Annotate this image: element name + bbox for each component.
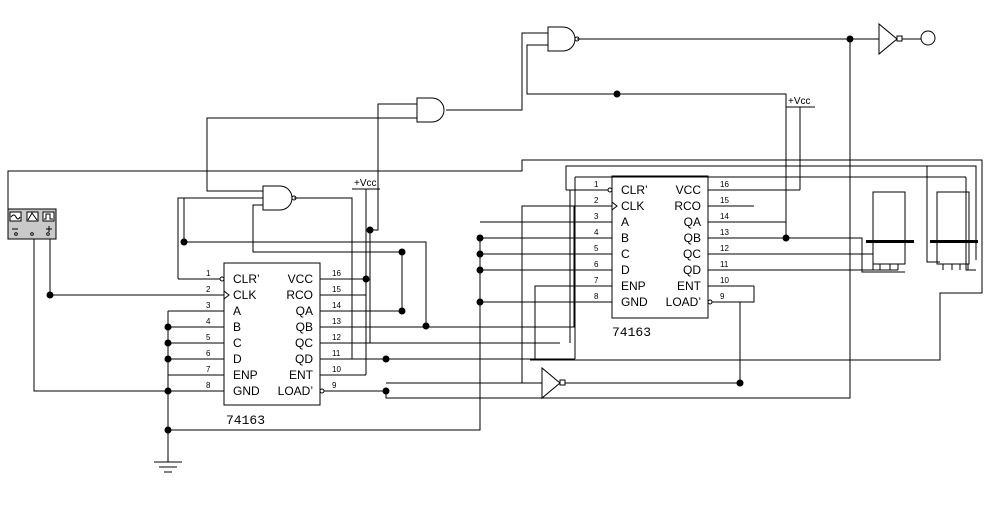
- counter-chip-2: CLR’ CLK A B C D ENP GND VCC RCO QA QB Q…: [566, 175, 754, 340]
- chip2-label-b: B: [621, 231, 629, 245]
- chip1-label-d: D: [233, 352, 242, 366]
- chip1-pin-9: 9: [332, 381, 337, 390]
- chip1-label-vcc: VCC: [288, 272, 314, 286]
- chip2-label-qd: QD: [683, 263, 701, 277]
- chip1-pin-6: 6: [206, 349, 211, 358]
- chip1-label-gnd: GND: [233, 384, 260, 398]
- chip1-label-rco: RCO: [286, 288, 313, 302]
- chip1-pin-3: 3: [206, 301, 211, 310]
- chip1-label-qa: QA: [296, 304, 313, 318]
- chip2-pin-16: 16: [720, 180, 729, 189]
- chip2-label-qa: QA: [684, 215, 701, 229]
- chip1-label-qb: QB: [296, 320, 313, 334]
- chip1-label-c: C: [233, 336, 242, 350]
- chip2-label-load: LOAD’: [666, 295, 701, 309]
- vcc-label-right: +Vcc: [788, 96, 811, 107]
- chip2-pin-14: 14: [720, 212, 729, 221]
- chip1-label-clr: CLR’: [233, 272, 260, 286]
- chip2-pin-7: 7: [594, 276, 599, 285]
- chip2-pin-13: 13: [720, 228, 729, 237]
- chip2-label-a: A: [621, 215, 629, 229]
- chip1-label-clk: CLK: [233, 288, 256, 302]
- chip1-label-b: B: [233, 320, 241, 334]
- chip2-label-clr: CLR’: [621, 183, 648, 197]
- chip1-part-label: 74163: [226, 413, 265, 428]
- chip1-pin-14: 14: [332, 301, 341, 310]
- chip1-pin-5: 5: [206, 333, 211, 342]
- junctions: [46, 35, 854, 434]
- buffer-gate: [541, 366, 566, 400]
- chip2-pin-8: 8: [594, 292, 599, 301]
- chip1-pin-16: 16: [332, 269, 341, 278]
- chip1-pin-2: 2: [206, 285, 211, 294]
- chip2-pin-10: 10: [720, 276, 729, 285]
- chip2-pin-4: 4: [594, 228, 599, 237]
- ground-icon: [154, 430, 182, 473]
- chip1-label-load: LOAD’: [278, 384, 313, 398]
- chip2-label-enp: ENP: [621, 279, 646, 293]
- chip2-pin-1: 1: [594, 180, 599, 189]
- chip1-pin-12: 12: [332, 333, 341, 342]
- chip2-part-label: 74163: [612, 325, 651, 340]
- chip1-pin-8: 8: [206, 381, 211, 390]
- chip2-pin-2: 2: [594, 196, 599, 205]
- and-gate-top: [547, 26, 580, 52]
- counter-chip-1-body: [223, 262, 321, 406]
- and-gate-middle: [416, 97, 445, 123]
- chip2-pin-3: 3: [594, 212, 599, 221]
- chip1-label-a: A: [233, 304, 241, 318]
- chip1-pin-15: 15: [332, 285, 341, 294]
- chip2-label-ent: ENT: [677, 279, 702, 293]
- vcc-label-left: +Vcc: [354, 178, 377, 189]
- chip1-pin-10: 10: [332, 365, 341, 374]
- chip2-pin-5: 5: [594, 244, 599, 253]
- chip2-pin-15: 15: [720, 196, 729, 205]
- chip1-pin-1: 1: [206, 269, 211, 278]
- nand-gate-lower: [262, 185, 297, 211]
- chip2-pin-9: 9: [720, 292, 725, 301]
- probe-lamp-icon: [920, 30, 936, 46]
- chip1-label-enp: ENP: [233, 368, 258, 382]
- display-right: [930, 191, 978, 270]
- chip2-label-rco: RCO: [674, 199, 701, 213]
- chip2-label-gnd: GND: [621, 295, 648, 309]
- chip2-label-d: D: [621, 263, 630, 277]
- chip1-label-qd: QD: [295, 352, 313, 366]
- chip1-pin-4: 4: [206, 317, 211, 326]
- chip2-label-qc: QC: [683, 247, 701, 261]
- chip1-pin-11: 11: [332, 349, 341, 358]
- chip1-pin-7: 7: [206, 365, 211, 374]
- counter-chip-1: CLR’ CLK A B C D ENP GND VCC RCO QA QB Q…: [178, 262, 366, 428]
- chip2-pin-6: 6: [594, 260, 599, 269]
- output-buffer: [878, 22, 903, 56]
- chip2-label-vcc: VCC: [676, 183, 702, 197]
- chip1-label-qc: QC: [295, 336, 313, 350]
- chip2-pin-12: 12: [720, 244, 729, 253]
- chip2-label-qb: QB: [684, 231, 701, 245]
- display-left: [866, 191, 914, 270]
- chip2-label-c: C: [621, 247, 630, 261]
- chip1-pin-13: 13: [332, 317, 341, 326]
- chip2-pin-11: 11: [720, 260, 729, 269]
- function-generator-icon: [7, 208, 57, 240]
- chip1-label-ent: ENT: [289, 368, 314, 382]
- wiring: [7, 32, 983, 431]
- chip2-label-clk: CLK: [621, 199, 644, 213]
- counter-chip-2-body: [611, 175, 709, 319]
